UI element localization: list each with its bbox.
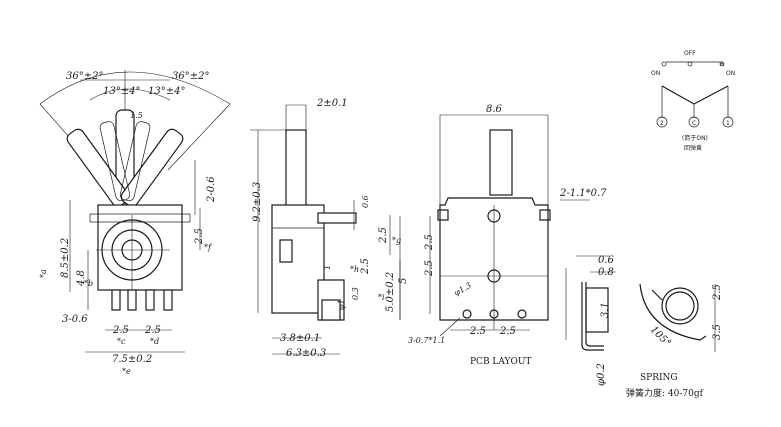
phi1-label: φ1 [337,299,346,310]
pin-size-label: 3-0.6 [62,314,88,325]
pcb-width-label: 8.6 [486,104,503,115]
mark-c: *c [117,337,126,346]
pin1-marker [722,116,734,128]
mark-f: *f [204,243,213,252]
front-view [39,70,231,353]
switch-schematic [656,61,734,128]
spring-06-label: 0.6 [598,255,615,266]
spring-08-label: 0.8 [598,267,614,278]
pcb-25a-label: 2.5 [424,234,435,251]
pcb-body [439,197,549,321]
switch-body [97,204,183,291]
height-label: 9.2±0.3 [252,182,263,222]
pin2-marker [656,116,668,128]
dim-1-label: 1 [323,265,332,270]
pcb-pins-label: 3-0.7*1.1 [408,336,445,345]
dim-63-label: 6.3±0.3 [286,348,326,359]
pcb-layout-title: PCB LAYOUT [470,357,531,367]
pcb-25d-label: 2.5 [499,326,516,337]
mark-e: *e [122,367,131,376]
spring-view [565,255,716,352]
outer-angle-right-label: 36°±2° [172,71,209,82]
spring-phi02-label: φ0.2 [596,363,607,386]
dim-h-label: 2.5 [360,258,371,275]
dim-f-label: 2.5 [194,228,205,245]
inner-angle-arc [89,88,171,101]
inner-angle-right-label: 13°±4° [148,86,185,97]
tab-thick-label: 0.6 [361,195,370,208]
spring-title: SPRING [640,373,678,383]
mark-g: *g [392,236,401,245]
pcb-shaft [489,129,513,196]
outer-angle-arc [39,71,231,105]
dim-a-label: 8.5±0.2 [60,238,71,278]
dim-g-label: 2.5 [378,227,389,244]
inner-angle-left-label: 13°±4° [103,86,140,97]
shaft [285,129,307,211]
spring-side [581,282,604,351]
dim-c-label: 2.5 [112,325,129,336]
pcb-25c-label: 2.5 [469,326,486,337]
pcb-5-label: 5 [398,278,409,284]
mark-b: *b [84,279,93,288]
spring-35-label: 3.5 [712,324,723,340]
spring-force-label: 弹簧力度: 40-70gf [626,387,704,399]
dim-b-label: 4.8 [76,270,87,287]
pcb-holes-label: 2-1.1*0.7 [559,188,607,199]
spring-25-label: 2.5 [712,284,723,301]
knob-width-label: 1.5 [130,111,143,120]
r-label: R [720,61,724,68]
on-left-label: ON [651,70,660,77]
off-label: OFF [684,50,696,57]
dim-d-label: 2.5 [144,325,161,336]
dim-38-label: 3.8±0.1 [280,333,320,344]
mark-h: *h [350,265,359,274]
mark-i: *i [378,293,385,302]
spring-coil-outline [639,283,707,341]
pcb-layout [399,114,590,337]
schematic-note-1: (箭于ON) [682,134,708,142]
pin-width-label: 2-0.6 [206,176,217,203]
side-view [250,104,401,355]
spring-coil [661,287,699,325]
spring-31-label: 3.1 [600,302,611,318]
outer-angle-left-label: 36°±2° [66,71,103,82]
mark-a: *a [39,269,48,278]
pcb-phi13-label: φ1.3 [453,281,473,298]
pinc-marker [688,116,700,128]
mark-d: *d [150,337,159,346]
dim-i-label: 5.0±0.2 [385,272,396,312]
spring-angle-label: 105° [648,324,673,349]
schematic-note-2: 回弹黄 [684,144,702,152]
dim-03-label: 0.3 [351,287,360,300]
on-right-label: ON [726,70,735,77]
pin1-label: 1 [726,120,730,127]
pcb-25b-label: 2.5 [424,260,435,277]
pinc-label: C [692,120,696,127]
dim-e-label: 7.5±0.2 [112,354,152,365]
pin2-label: 2 [660,120,664,127]
side-tab [317,212,357,224]
top-width-label: 2±0.1 [316,98,348,109]
